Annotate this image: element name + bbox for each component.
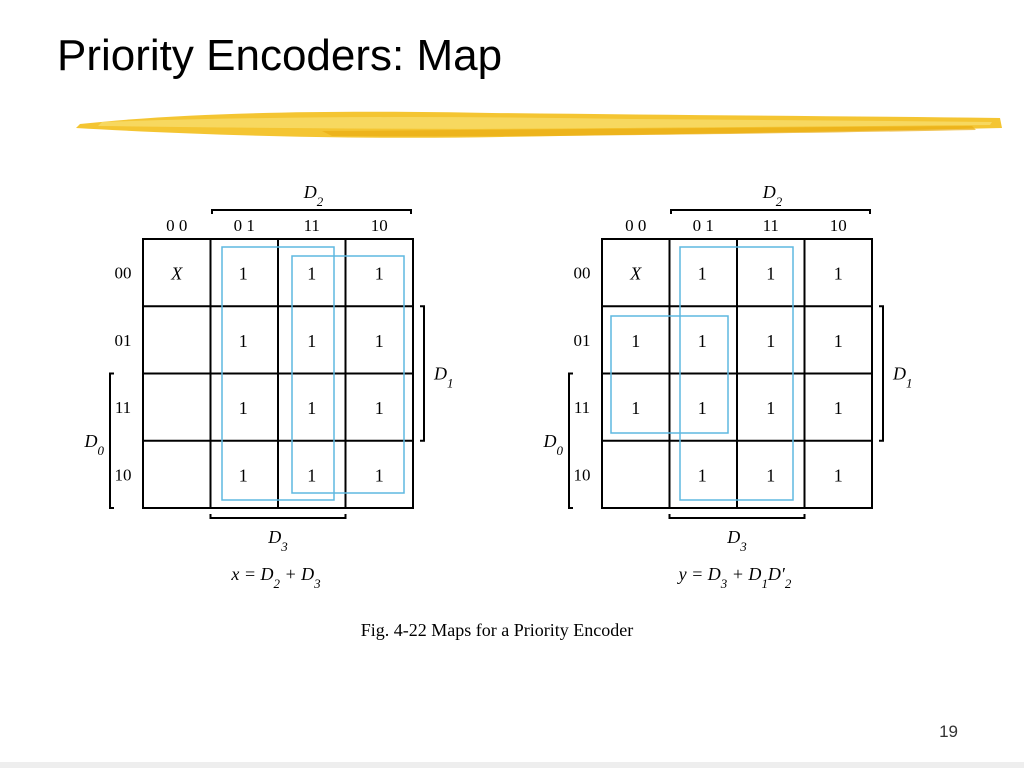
kmap-cell-r2c3: 1 [834, 398, 843, 418]
kmap-group-loop-1 [291, 255, 405, 494]
highlighter-stroke [76, 111, 1002, 138]
kmap-cell-r1c1: 1 [698, 331, 707, 351]
kmap-cell-r1c3: 1 [834, 331, 843, 351]
kmap-cell-r2c1: 1 [239, 398, 248, 418]
kmap-cell-r0c1: 1 [698, 264, 707, 284]
kmap-cell-r0c3: 1 [375, 264, 384, 284]
kmap-cell-r0c0: X [170, 264, 183, 284]
left-variable-label: D0 [84, 431, 105, 458]
column-header-2: 11 [763, 216, 779, 235]
column-header-1: 0 1 [693, 216, 714, 235]
kmap-cell-r0c3: 1 [834, 264, 843, 284]
bottom-variable-label: D3 [267, 527, 288, 554]
row-header-1: 01 [574, 331, 591, 350]
kmap-cell-r3c3: 1 [834, 465, 843, 485]
kmap-group-loop-0 [221, 246, 335, 501]
column-header-3: 10 [371, 216, 388, 235]
kmap-group-loop-1 [610, 315, 729, 434]
left-variable-label: D0 [543, 431, 564, 458]
right-variable-label: D1 [892, 364, 912, 391]
kmap-cell-r1c2: 1 [766, 331, 775, 351]
top-variable-label: D2 [303, 182, 324, 209]
kmap-cell-r1c1: 1 [239, 331, 248, 351]
top-variable-label: D2 [762, 182, 783, 209]
row-header-3: 10 [574, 465, 591, 484]
left-variable-bracket [109, 372, 114, 509]
kmap-cell-r1c2: 1 [307, 331, 316, 351]
figure-caption: Fig. 4-22 Maps for a Priority Encoder [360, 620, 634, 640]
kmap-cell-r3c1: 1 [239, 465, 248, 485]
row-header-2: 11 [574, 398, 590, 417]
kmap-cell-r1c0: 1 [631, 331, 640, 351]
kmap-cell-r2c0: 1 [631, 398, 640, 418]
kmap-cell-r3c3: 1 [375, 465, 384, 485]
kmap-cell-r3c1: 1 [698, 465, 707, 485]
kmap-equation: y = D3 + D1D′2 [677, 564, 792, 591]
kmap-cell-r1c3: 1 [375, 331, 384, 351]
kmap-cell-r2c3: 1 [375, 398, 384, 418]
column-header-0: 0 0 [625, 216, 646, 235]
kmap-cell-r2c2: 1 [766, 398, 775, 418]
highlighter-stroke-light [98, 117, 992, 129]
bottom-variable-bracket [209, 514, 347, 519]
kmap-cell-r0c2: 1 [307, 264, 316, 284]
right-variable-bracket [420, 305, 425, 442]
kmap-cell-r0c1: 1 [239, 264, 248, 284]
kmap-group-loop-0 [679, 246, 794, 501]
top-variable-bracket [211, 209, 412, 214]
kmap-cell-r2c1: 1 [698, 398, 707, 418]
right-variable-label: D1 [433, 364, 453, 391]
bottom-variable-label: D3 [726, 527, 747, 554]
right-variable-bracket [879, 305, 884, 442]
row-header-1: 01 [115, 331, 132, 350]
column-header-3: 10 [830, 216, 847, 235]
highlighter-stroke-dark [322, 126, 976, 137]
row-header-0: 00 [115, 264, 132, 283]
column-header-0: 0 0 [166, 216, 187, 235]
column-header-2: 11 [304, 216, 320, 235]
slide-title: Priority Encoders: Map [57, 31, 503, 80]
kmap-equation: x = D2 + D3 [230, 564, 321, 591]
bottom-variable-bracket [668, 514, 806, 519]
page-number: 19 [939, 722, 958, 741]
kmap-cell-r0c2: 1 [766, 264, 775, 284]
row-header-3: 10 [115, 465, 132, 484]
column-header-1: 0 1 [234, 216, 255, 235]
kmap-cell-r0c0: X [629, 264, 642, 284]
kmap-cell-r2c2: 1 [307, 398, 316, 418]
row-header-0: 00 [574, 264, 591, 283]
kmap-cell-r3c2: 1 [307, 465, 316, 485]
top-variable-bracket [670, 209, 871, 214]
left-variable-bracket [568, 372, 573, 509]
row-header-2: 11 [115, 398, 131, 417]
footer-bar [0, 762, 1024, 768]
kmap-cell-r3c2: 1 [766, 465, 775, 485]
